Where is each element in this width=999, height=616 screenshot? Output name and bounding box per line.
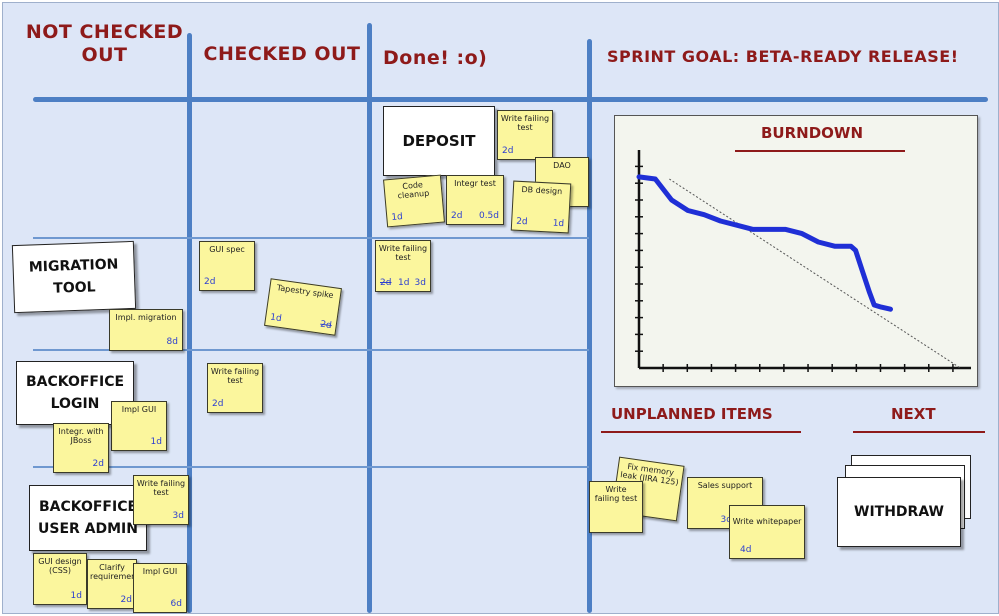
task-admin-clarify-requirements[interactable]: Clarify requirements 2d: [87, 559, 144, 609]
task-estimate: 1d: [269, 312, 283, 324]
task-migration-tapestry-spike[interactable]: Tapestry spike 1d 2d: [264, 278, 342, 336]
task-estimate: 1d: [70, 590, 82, 601]
burndown-title: Burndown: [761, 124, 864, 142]
task-estimate: 3d: [172, 510, 184, 521]
task-estimate: 6d: [170, 598, 182, 609]
header-divider: [33, 97, 988, 102]
task-text: Clarify requirements: [90, 563, 144, 582]
task-admin-write-failing-test[interactable]: Write failing test 3d: [133, 475, 189, 525]
task-text: Write whitepaper: [732, 517, 802, 526]
story-card-deposit[interactable]: Deposit: [383, 106, 495, 176]
task-unplanned-write-whitepaper[interactable]: Write whitepaper 4d: [729, 505, 805, 559]
column-divider-1: [187, 33, 192, 613]
header-sprint-goal: Sprint goal: Beta-ready release!: [607, 47, 959, 66]
column-divider-3: [587, 39, 592, 613]
task-estimate: 2d: [212, 398, 224, 409]
task-text: Integr test: [454, 179, 496, 188]
task-migration-gui-spec[interactable]: GUI spec 2d: [199, 241, 255, 291]
task-deposit-integr-test[interactable]: Integr test 2d 0.5d: [446, 175, 504, 225]
task-estimate-remaining: 0.5d: [478, 210, 499, 221]
task-estimate: 2d: [502, 145, 514, 156]
ideal-burndown-line: [669, 178, 961, 369]
burndown-plot: [635, 150, 971, 372]
task-text: Integr. with JBoss: [58, 427, 104, 446]
task-text: DAO: [553, 161, 571, 170]
story-card-backoffice-login[interactable]: Backoffice Login: [16, 361, 134, 425]
task-estimate: 2d: [451, 210, 463, 221]
task-estimate: 1d: [150, 436, 162, 447]
task-text: Write failing test: [500, 114, 550, 133]
task-admin-impl-gui[interactable]: Impl GUI 6d: [133, 563, 187, 613]
unplanned-underline: [601, 431, 801, 433]
task-login-integr-jboss[interactable]: Integr. with JBoss 2d: [53, 423, 109, 473]
task-estimate-remaining: 1d: [552, 218, 565, 229]
task-migration-write-failing-test[interactable]: Write failing test 2d 1d 3d: [375, 240, 431, 292]
task-admin-gui-design[interactable]: GUI design (CSS) 1d: [33, 553, 87, 605]
task-deposit-write-failing-test[interactable]: Write failing test 2d: [497, 110, 553, 160]
task-login-write-failing-test[interactable]: Write failing test 2d: [207, 363, 263, 413]
task-login-impl-gui[interactable]: Impl GUI 1d: [111, 401, 167, 451]
task-text: Code cleanup: [397, 180, 430, 201]
task-estimate-old: 2d: [380, 277, 392, 288]
task-text: Tapestry spike: [276, 283, 335, 301]
task-estimate-old: 2d: [319, 319, 333, 331]
task-estimate: 4d: [740, 544, 752, 555]
task-text: DB design: [521, 184, 563, 197]
task-estimate-old-2: 1d: [398, 277, 410, 288]
story-card-migration-tool[interactable]: Migration tool: [11, 240, 137, 314]
row-divider-1: [33, 237, 589, 239]
task-text: Impl. migration: [115, 313, 177, 322]
task-migration-impl-migration[interactable]: Impl. migration 8d: [109, 309, 183, 351]
task-unplanned-write-failing-test[interactable]: Write failing test: [589, 481, 643, 533]
task-text: Impl GUI: [121, 405, 157, 414]
header-checked-out: Checked out: [203, 43, 361, 65]
unplanned-items-title: Unplanned items: [611, 405, 773, 423]
task-estimate: 1d: [390, 211, 404, 223]
next-title: Next: [891, 405, 936, 423]
task-estimate: 3d: [414, 277, 426, 288]
task-estimate: 2d: [515, 216, 528, 227]
task-deposit-db-design[interactable]: DB design 2d 1d: [510, 180, 572, 234]
story-card-withdraw[interactable]: Withdraw: [837, 477, 961, 547]
task-text: Write failing test: [210, 367, 260, 386]
task-deposit-code-cleanup[interactable]: Code cleanup 1d: [383, 174, 445, 228]
task-estimate: 3d: [720, 514, 732, 525]
header-done: Done! :o): [383, 47, 488, 69]
task-text: Sales support: [697, 481, 753, 490]
task-estimate: 2d: [120, 594, 132, 605]
column-divider-2: [367, 23, 372, 613]
task-estimate: 8d: [166, 336, 178, 347]
row-divider-2: [33, 349, 589, 351]
task-text: Write failing test: [594, 485, 638, 504]
task-estimate: 2d: [204, 276, 216, 287]
next-underline: [853, 431, 985, 433]
task-text: Write failing test: [136, 479, 186, 498]
burndown-chart: Burndown: [614, 115, 978, 387]
row-divider-3: [33, 466, 589, 468]
burndown-title-underline: [735, 150, 905, 152]
task-text: Write failing test: [378, 244, 428, 263]
actual-burndown-line: [636, 174, 893, 312]
task-text: Impl GUI: [142, 567, 178, 576]
header-not-checked-out: Not checked out: [25, 21, 184, 66]
task-estimate: 2d: [92, 458, 104, 469]
task-text: GUI design (CSS): [38, 557, 82, 576]
axis-ticks: [635, 165, 954, 372]
task-text: GUI spec: [209, 245, 245, 254]
story-card-backoffice-user-admin[interactable]: Backoffice User admin: [29, 485, 147, 551]
